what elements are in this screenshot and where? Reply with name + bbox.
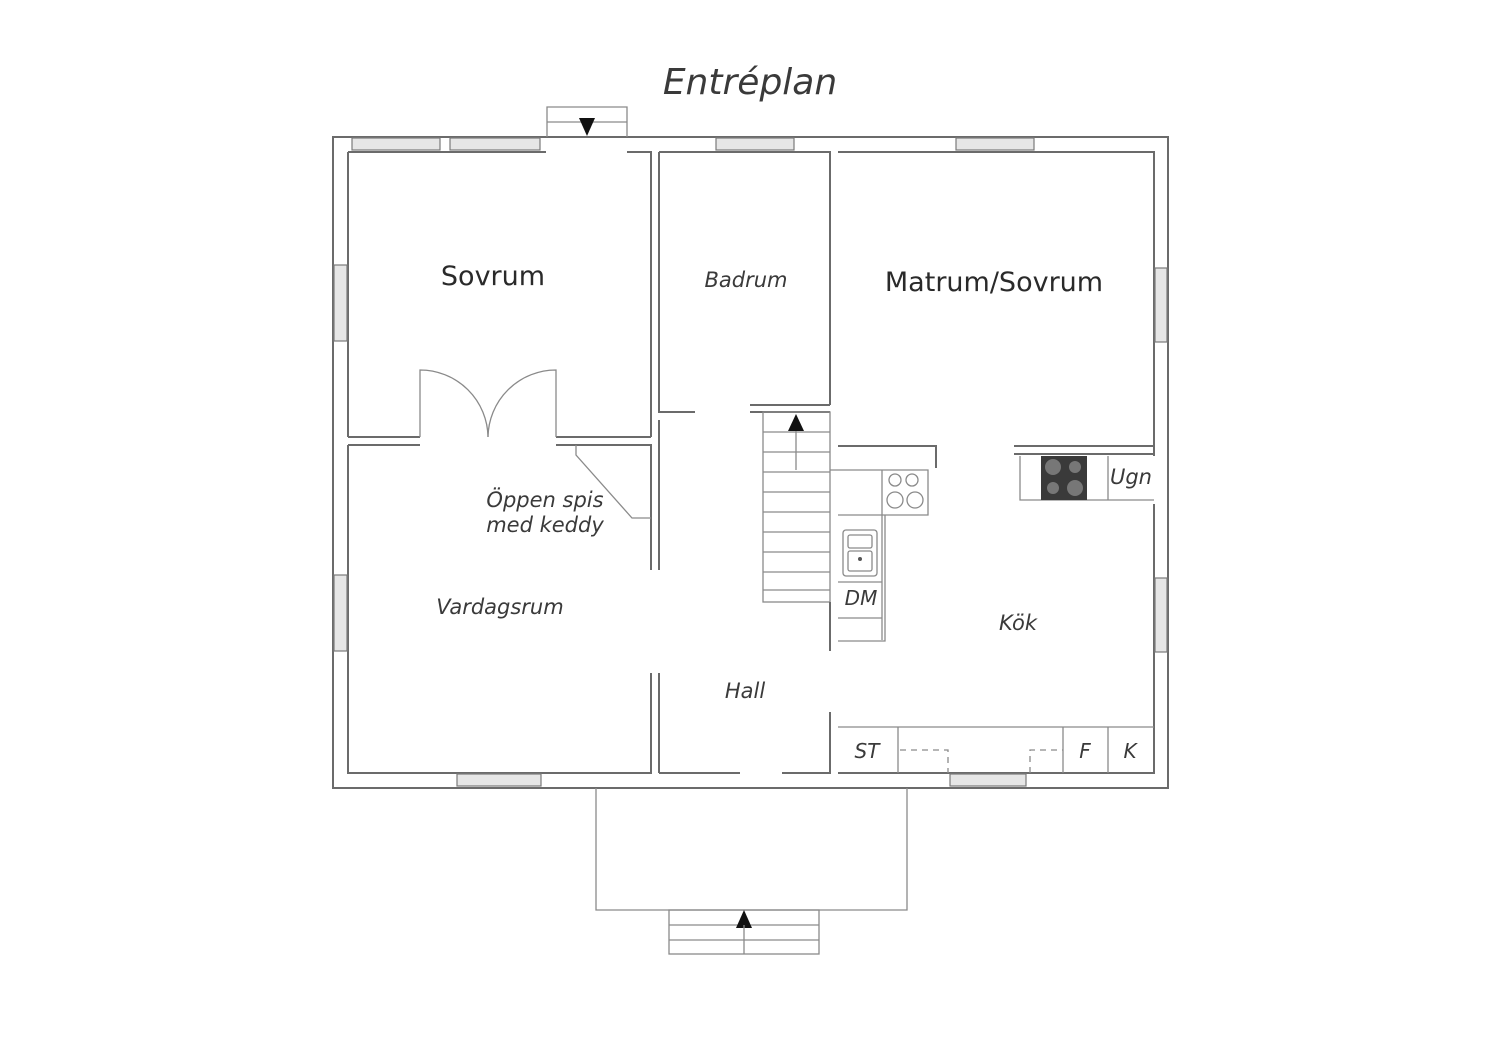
entry-arrow-icon (579, 118, 595, 136)
label-kok: Kök (999, 611, 1038, 635)
label-spis-1: Öppen spis (486, 487, 603, 512)
kitchen-bottom-units (838, 726, 1154, 773)
porch (595, 788, 908, 955)
label-spis-2: med keddy (486, 513, 604, 537)
stair-arrow-icon (788, 414, 804, 431)
label-f: F (1079, 739, 1091, 763)
hob-icon (886, 473, 924, 509)
label-ugn: Ugn (1110, 465, 1152, 489)
windows (333, 137, 1168, 787)
outer-walls (332, 136, 1169, 789)
label-matrum: Matrum/Sovrum (885, 267, 1103, 298)
entry-stoop (546, 106, 628, 137)
plan-title: Entréplan (663, 62, 837, 103)
porch-arrow-icon (736, 910, 752, 928)
stove-icon (1041, 456, 1087, 500)
fireplace-outline (575, 445, 651, 519)
label-st: ST (855, 739, 882, 763)
label-hall: Hall (725, 679, 765, 703)
staircase (762, 411, 831, 603)
label-sovrum: Sovrum (441, 261, 545, 292)
sovrum-double-door (419, 369, 557, 438)
interior-walls (348, 152, 1155, 570)
kitchen-counter-left (829, 469, 929, 651)
label-dm: DM (845, 586, 878, 610)
label-vardagsrum: Vardagsrum (436, 595, 563, 619)
label-badrum: Badrum (704, 268, 787, 292)
kitchen-counter-right (1019, 456, 1154, 501)
sink-icon (842, 529, 878, 577)
label-k: K (1123, 739, 1138, 763)
